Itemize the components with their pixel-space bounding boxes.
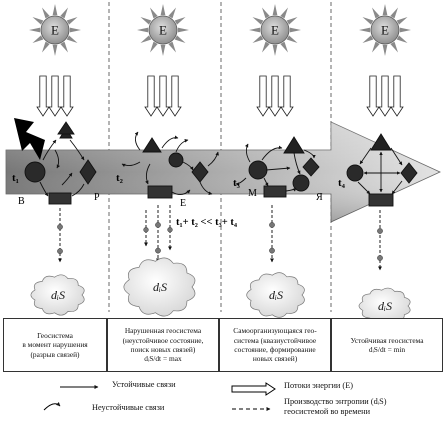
label-b: B [18,196,25,207]
stage1-triangle-top [57,121,75,135]
entropy-arrow [269,205,275,263]
stage4-diamond-node [400,162,418,184]
entropy-cloud-label: dᵢS [378,299,392,313]
energy-arrow [144,75,158,117]
stage-label-t3: t₃ [233,177,241,189]
stage4-rect-node [368,193,394,207]
stage2-circle-node [168,152,184,168]
legend-energy-flows: Потоки энергии (E) [284,381,354,390]
legend-unstable-links: Неустойчивые связи [92,403,165,412]
stage4-geosystem [346,133,418,207]
entropy-arrow [377,210,383,271]
label-p: P [94,192,100,203]
caption-stage2: Нарушенная геосистема (неустойчивое сост… [107,318,219,372]
stage2-triangle-node [142,137,162,153]
legend-unstable-arrow-icon [43,402,61,411]
energy-arrow [60,75,74,117]
legend-stable-links: Устойчивые связи [112,380,176,389]
energy-flow-arrows [36,75,404,117]
energy-arrow [280,75,294,117]
sun-icon: E [29,4,81,56]
energy-arrow [256,75,270,117]
energy-arrow [168,75,182,117]
label-ya: Я [316,192,323,203]
stage1-geosystem [24,121,97,205]
sun-icon: E [137,4,189,56]
stage3-diamond-node [302,157,320,177]
entropy-cloud: dᵢS [358,287,411,325]
stage-label-t2: t₂ [116,172,124,184]
energy-arrow [366,75,380,117]
legend-glyphs [43,382,276,411]
caption-stage4: Устойчивая геосистема dᵢS/dt = min [331,318,443,372]
entropy-cloud: dᵢS [246,272,305,318]
legend-energy-arrow-icon [231,382,276,396]
caption-stage3: Самоорганизующаяся гео- система (квазиус… [219,318,331,372]
stage1-diamond-node [79,159,97,185]
sun-label: E [381,23,389,38]
sun-label: E [271,23,279,38]
energy-arrow [268,75,282,117]
sun-label: E [159,23,167,38]
node-letter-labels: B P E M Я [18,188,323,209]
lightning-icon [14,118,45,160]
entropy-cloud: dᵢS [123,257,196,317]
stage4-circle-node [346,164,364,182]
energy-arrow [36,75,50,117]
stage-label-t1: t₁ [12,172,19,184]
stage3-triangle-node [283,136,305,154]
sun-icon: E [249,4,301,56]
stage-labels: t₁ t₂ t₃ t₄ [12,172,346,189]
time-relation: t₁+ t₂ << t₃+ t₄ [176,217,238,228]
stage3-circle-left [248,160,268,180]
energy-arrow [156,75,170,117]
stage3-rect-node [263,185,287,198]
entropy-arrow [167,205,173,251]
caption-stage1: Геосистема в момент нарушения (разрыв св… [3,318,107,372]
label-m: M [248,188,257,199]
stage4-triangle-node [370,133,392,151]
entropy-production-arrows [57,205,383,271]
entropy-arrow [57,208,63,263]
stage1-rect-node [48,192,72,205]
energy-arrow [48,75,62,117]
stage3-geosystem [235,136,320,198]
stage1-circle-node [24,161,46,183]
label-e2: E [180,198,186,209]
entropy-cloud-label: dᵢS [51,288,65,302]
entropy-cloud-label: dᵢS [153,280,167,294]
stage-label-t4: t₄ [338,177,346,189]
entropy-arrow [143,210,149,247]
entropy-cloud: dᵢS [30,274,85,316]
entropy-cloud-label: dᵢS [269,288,283,302]
stage2-geosystem [121,131,219,199]
energy-arrow [390,75,404,117]
legend-entropy-production: Производство энтропии (dᵢS) геосистемой … [284,397,387,416]
sun-icon: E [359,4,411,56]
stage3-circle-right [292,174,310,192]
energy-arrow [378,75,392,117]
entropy-arrow [155,205,161,263]
entropy-clouds: dᵢS dᵢS dᵢS dᵢS [30,257,411,325]
stage2-rect-node [147,185,173,199]
sun-label: E [51,23,59,38]
